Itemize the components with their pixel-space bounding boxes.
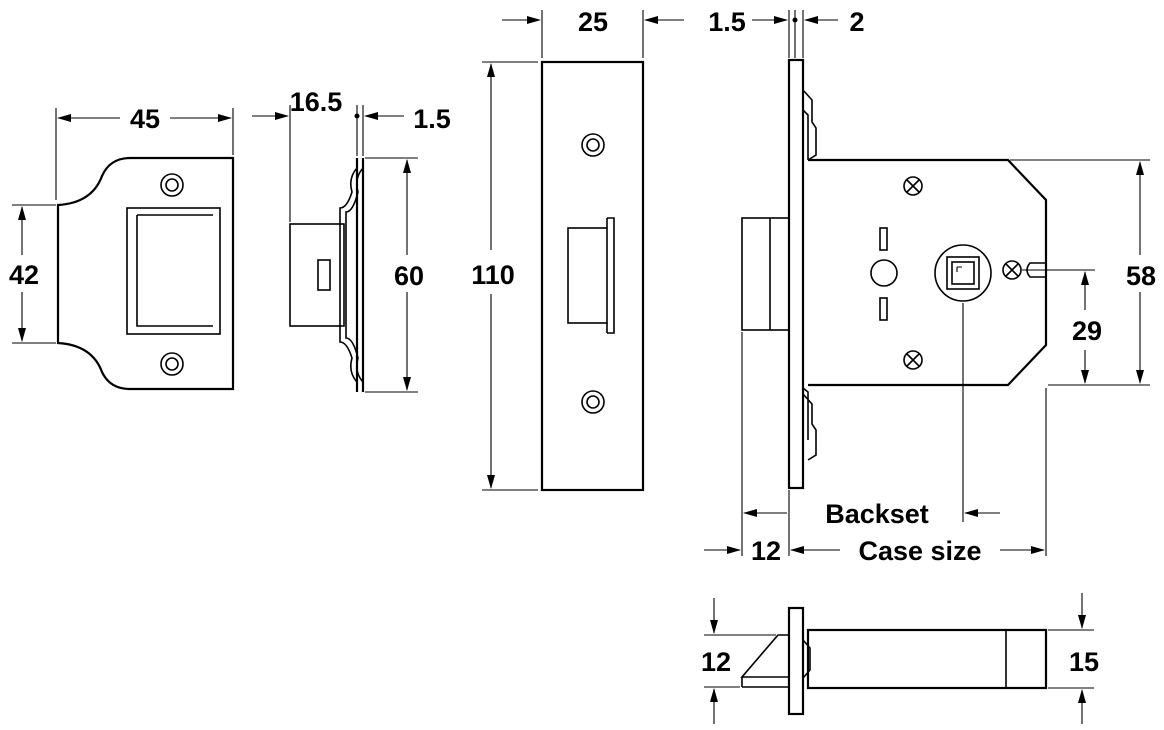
- dimension-label-case-depth: 15: [1069, 647, 1099, 677]
- dimension-keep-height: 42: [9, 204, 56, 344]
- dimension-backset-case-size: Backset 12 Case size: [704, 303, 1047, 566]
- dimension-label-case-height: 58: [1126, 261, 1156, 291]
- forend-front-view: [540, 60, 645, 492]
- dimension-label-keep-depth: 16.5: [290, 87, 343, 117]
- dimension-latch-bolt-height: 12: [701, 598, 776, 724]
- dimension-follower-centre-height: 29: [1022, 269, 1102, 384]
- strike-plate-side-view: [289, 158, 365, 392]
- dimension-label-case-plate-thickness: 2: [849, 7, 864, 37]
- dimension-label-keep-plate-thickness: 1.5: [413, 104, 451, 134]
- dimension-forend-width: 25: [502, 7, 684, 58]
- dimension-label-backset: Backset: [825, 499, 929, 529]
- dimension-case-forend-thickness: 1.5 2: [708, 7, 865, 58]
- dimension-label-follower-centre-height: 29: [1072, 316, 1102, 346]
- dimension-case-height: 58: [1010, 159, 1156, 386]
- latch-body-side-view: [741, 58, 1048, 490]
- latch-plan-view: [740, 606, 1048, 716]
- dimension-forend-height: 110: [471, 61, 538, 491]
- dimension-label-forend-height: 110: [471, 260, 515, 290]
- dimension-case-depth: 15: [1048, 593, 1099, 724]
- dimension-label-keep-height: 42: [9, 260, 39, 290]
- dimension-label-case-size: Case size: [858, 536, 981, 566]
- strike-plate-front-view: [56, 156, 235, 391]
- dimension-keep-depth: 16.5 1.5: [252, 87, 451, 222]
- dimension-label-latch-projection: 12: [751, 536, 781, 566]
- dimension-keep-width: 45: [55, 104, 234, 200]
- dimension-label-keep-width: 45: [130, 104, 160, 134]
- dimension-label-case-forend-thickness: 1.5: [708, 7, 746, 37]
- dimension-label-forend-width: 25: [578, 7, 608, 37]
- dimension-label-latch-bolt-height: 12: [701, 647, 731, 677]
- dimension-label-keep-plate-height: 60: [394, 261, 424, 291]
- dimension-keep-plate-height: 60: [365, 157, 424, 393]
